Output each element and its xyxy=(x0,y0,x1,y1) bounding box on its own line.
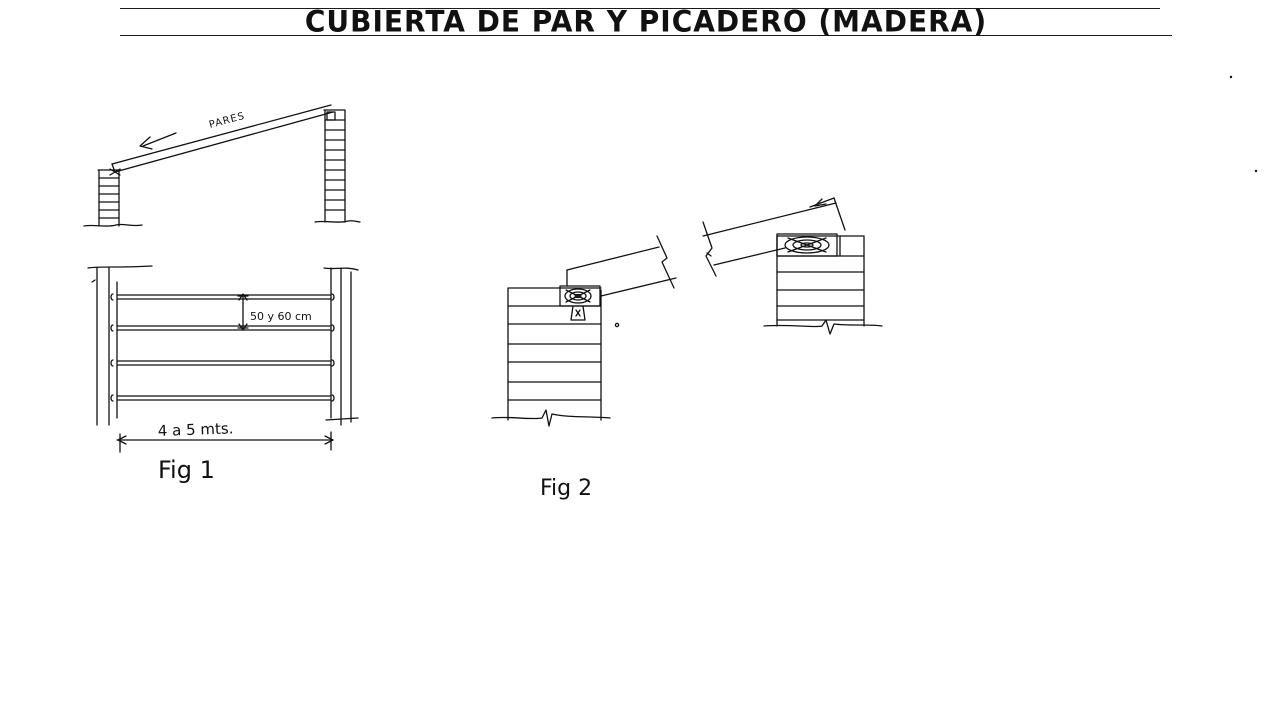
fig2-left-support xyxy=(491,235,677,427)
fig1-slope-arrow xyxy=(139,132,177,150)
fig1-right-pier xyxy=(314,109,361,223)
fig2-right-support xyxy=(702,197,883,335)
title-rule-bottom xyxy=(120,35,1172,36)
page-title: CUBIERTA DE PAR Y PICADERO (MADERA) xyxy=(304,4,988,39)
title-band: CUBIERTA DE PAR Y PICADERO (MADERA) xyxy=(120,4,1172,39)
fig1-rafter xyxy=(111,104,334,173)
fig1-left-pier xyxy=(83,168,143,227)
fig2-left-block xyxy=(559,285,601,307)
fig1-plan-rafters xyxy=(110,293,335,402)
fig1-rafter-label: PARES xyxy=(208,111,246,131)
fig1-caption: Fig 1 xyxy=(158,456,215,484)
fig1-span-dimension xyxy=(116,431,334,453)
fig1-elevation: PARES xyxy=(83,104,361,227)
fig1-spacing-dimension xyxy=(237,293,249,331)
fig2-caption: Fig 2 xyxy=(540,476,592,501)
stray-dot-2 xyxy=(1254,169,1258,173)
fig1-span-label: 4 a 5 mts. xyxy=(158,419,234,440)
fig2-right-block xyxy=(776,233,838,257)
title-rule-top xyxy=(120,8,1160,9)
fig1-spacing-label: 50 y 60 cm xyxy=(250,310,312,323)
fig1-plan: 50 y 60 cm 4 a 5 mts. Fig 1 xyxy=(87,265,359,484)
stray-dot-1 xyxy=(1229,75,1233,79)
